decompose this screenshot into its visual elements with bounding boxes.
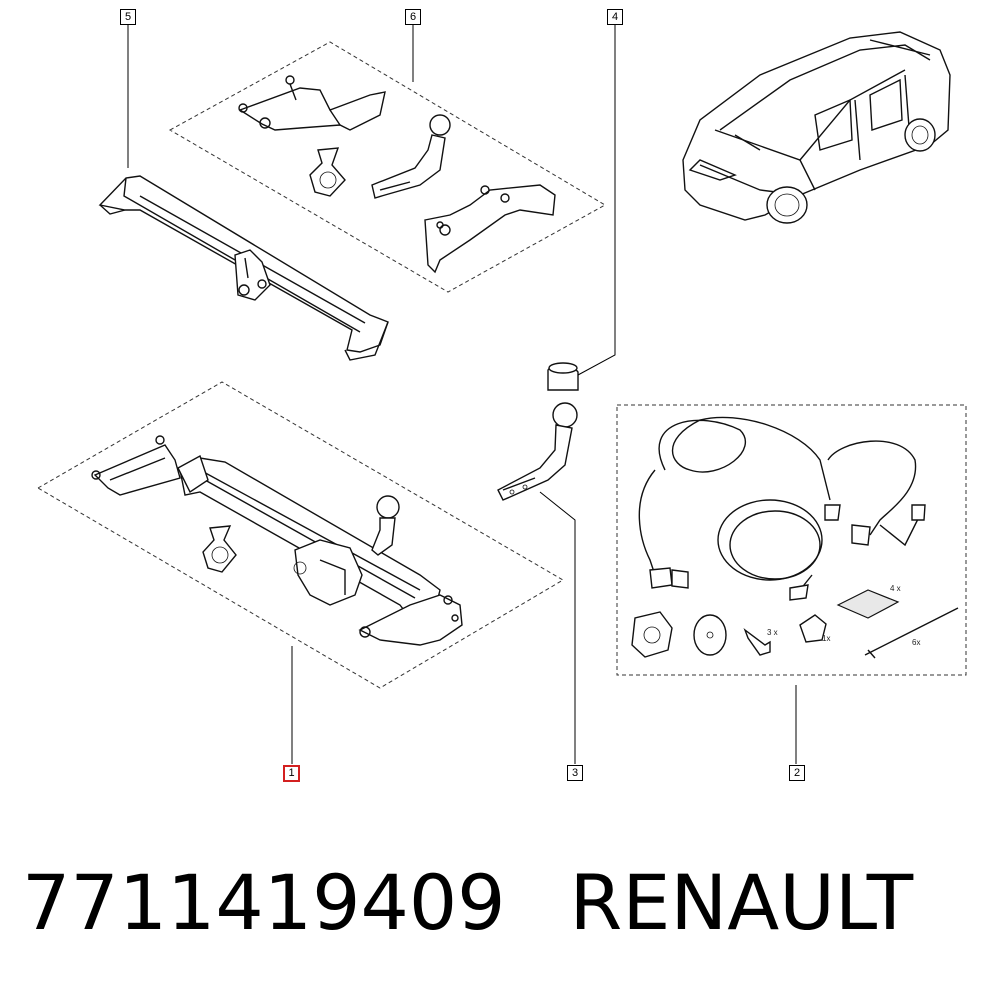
callout-3: 3: [567, 765, 583, 781]
leader-lines: [127, 24, 797, 764]
car-illustration: [682, 31, 951, 224]
quantity-pad: 4 x: [890, 584, 901, 593]
ball-neck-part-3: [497, 402, 578, 501]
quantity-nut: 1x: [822, 634, 831, 643]
ball-cap-part-4: [547, 362, 579, 391]
towbar-assembly-part-1: [91, 435, 463, 646]
quantity-bolt: 3 x: [767, 628, 778, 637]
callout-6: 6: [405, 9, 421, 25]
part-number: 7711419409: [22, 858, 506, 947]
brand-name: RENAULT: [569, 858, 914, 947]
callout-2: 2: [789, 765, 805, 781]
quantity-cable-tie: 6x: [912, 638, 921, 647]
callout-1: 1: [283, 765, 300, 782]
part-caption: 7711419409 RENAULT: [22, 858, 913, 947]
brackets-part-6: [238, 75, 556, 274]
wiring-kit-part-2: [631, 416, 959, 659]
callout-4: 4: [607, 9, 623, 25]
callout-5: 5: [120, 9, 136, 25]
crossbeam-part-5: [98, 175, 389, 361]
